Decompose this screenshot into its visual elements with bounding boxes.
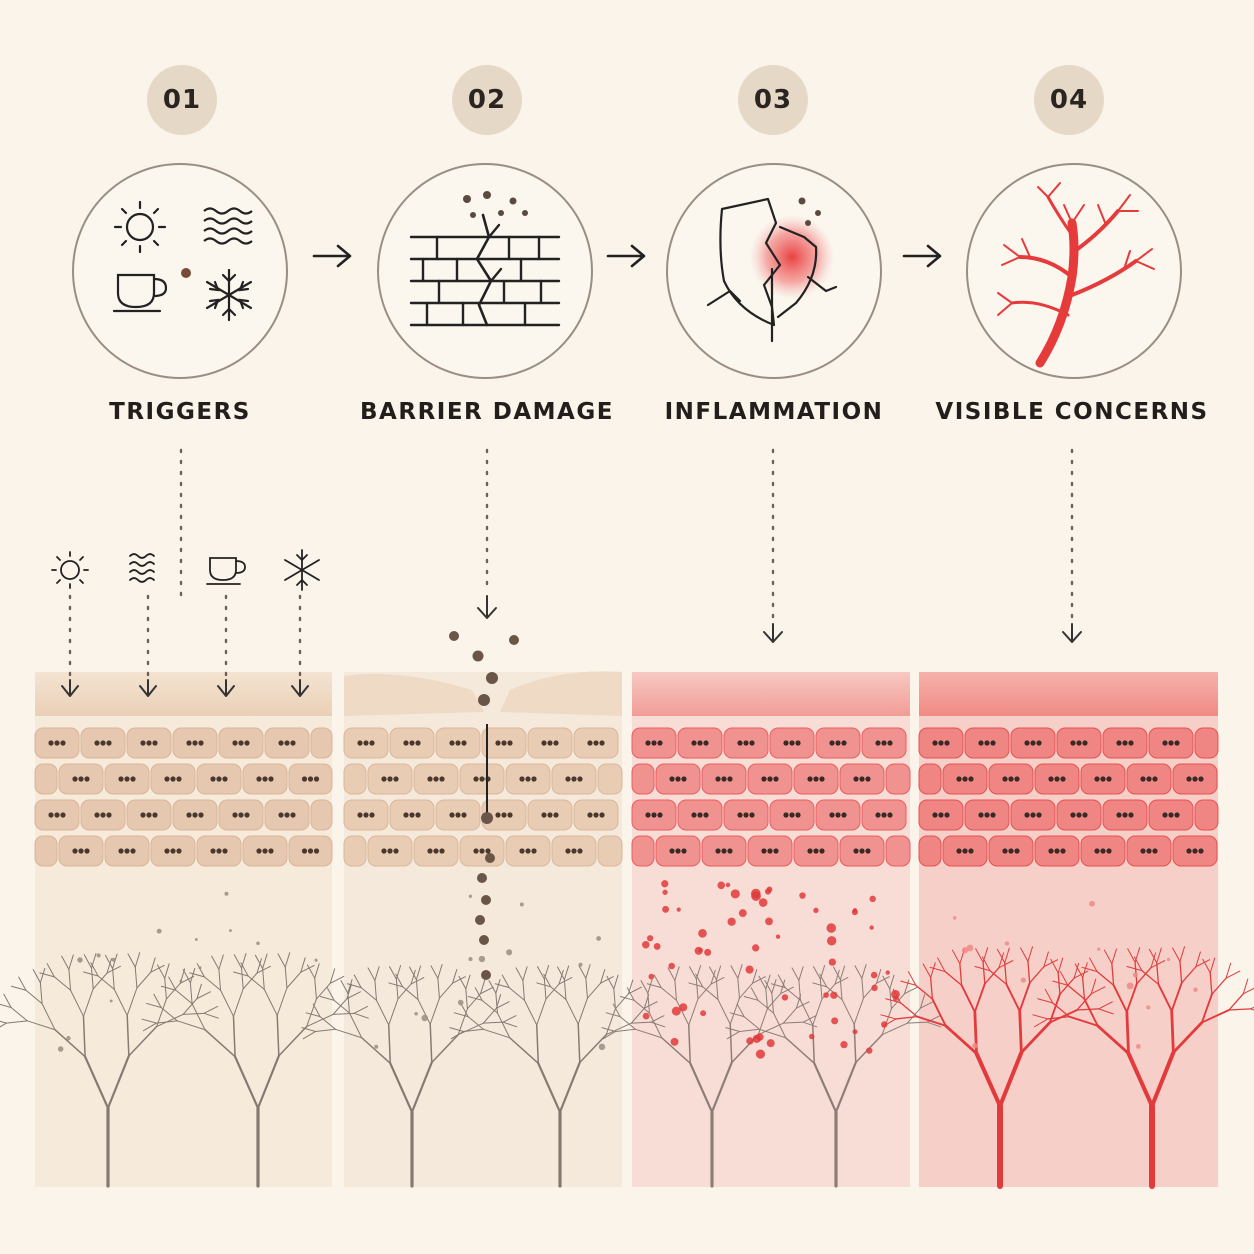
coffee-cup-icon [112,273,168,313]
barrier-damage-circle [377,163,593,379]
inflammation-circle [666,163,882,379]
blood-vessel [601,964,818,1188]
cell-layer [918,727,1219,867]
arrow-right-icon [606,244,646,268]
step-number-badge: 01 [147,65,217,135]
blood-vessel [1032,946,1254,1189]
sun-icon [51,551,89,589]
step-label: VISIBLE CONCERNS [935,399,1209,425]
step-label: TRIGGERS [109,399,251,425]
wind-icon [203,207,253,245]
blood-vessel-icon [997,182,1155,368]
coffee-cup-icon [206,557,246,585]
panel-3-inflammation [632,672,910,1187]
arrow-right-icon [312,244,352,268]
step-number-badge: 02 [452,65,522,135]
arrow-right-icon [902,244,942,268]
blood-vessel [725,964,942,1188]
panel-2-barrier-damage [344,671,622,1187]
snowflake-icon [284,549,320,591]
step-number-badge: 04 [1034,65,1104,135]
cell-layer [34,727,333,867]
visible-concerns-circle [966,163,1182,379]
blood-vessel [880,946,1114,1189]
triggers-circle [72,163,288,379]
sun-icon [113,200,167,254]
step-number-badge: 03 [738,65,808,135]
blood-vessel [141,952,369,1188]
cell-layer [343,727,623,867]
blood-vessel [301,964,518,1188]
step-label: BARRIER DAMAGE [360,399,614,425]
cracked-brick-wall-icon [409,191,561,327]
step-label: INFLAMMATION [664,399,884,425]
wind-icon [129,553,155,583]
snowflake-icon [205,268,253,322]
cell-layer [631,727,911,867]
broken-shield-icon [706,197,838,343]
